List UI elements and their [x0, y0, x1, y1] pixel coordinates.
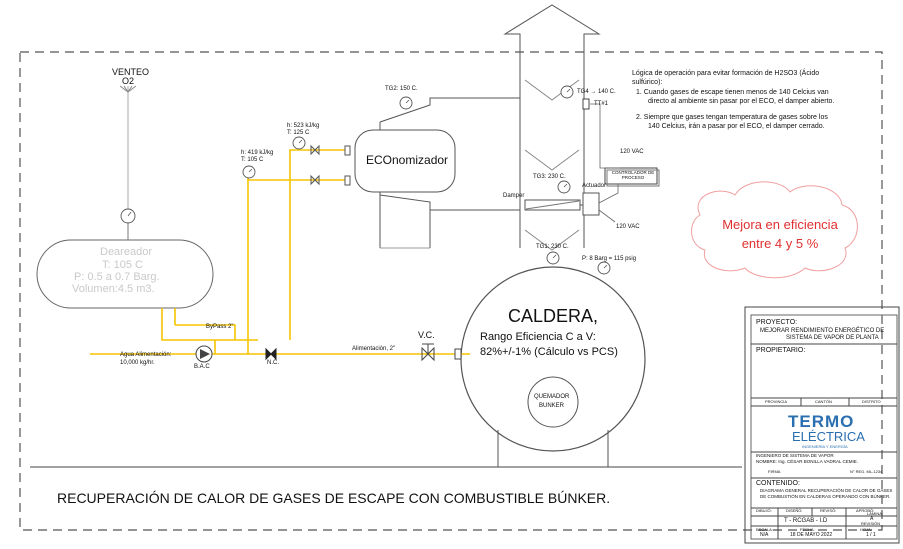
vent-symbol [119, 85, 137, 93]
tb-fecha: 18 DE MAYO 2022 [790, 532, 833, 538]
burner-line1: QUEMADOR [534, 394, 570, 400]
burner-line2: BUNKER [539, 403, 565, 409]
tg4-label: TG4 → 140 C. [577, 89, 616, 95]
tb-ingeniero: INGENIERO DE SISTEMA DE VAPOR [756, 453, 834, 458]
nc-label: N.C. [267, 360, 279, 366]
efficiency-note-1: Mejora en eficiencia [722, 217, 838, 232]
tb-col-provincia: PROVINCIA [765, 399, 788, 404]
vc-valve [421, 343, 435, 362]
logo-subtitle: INGENIERÍA Y ENERGÍA [802, 444, 848, 449]
vac-top-label: 120 VAC [620, 149, 644, 155]
logic-item1-l2: directo al ambiente sin pasar por el ECO… [648, 98, 835, 105]
tb-lamina-value: A [870, 516, 874, 522]
logic-item2-l2: 140 Celcius, irán a pasar por el ECO, el… [648, 123, 825, 130]
tb-proyecto-line2: SISTEMA DE VAPOR DE PLANTA [786, 335, 879, 341]
actuador-label: Actuador [582, 183, 607, 189]
boiler-range: Rango Eficiencia C a V: [480, 331, 596, 343]
tb-lamina-label: LÁMINA: [867, 511, 884, 516]
h419-label: h: 419 kJ/kg [241, 150, 274, 156]
tb-hoja: 1 / 1 [866, 532, 876, 538]
logo-termo: TERMO [788, 412, 855, 431]
tb-col-canton: CANTÓN [815, 399, 832, 404]
gauge-deaerator [120, 208, 136, 224]
deaerator-temp: T: 105 C [102, 259, 143, 271]
logic-title-2: sulfúrico): [632, 79, 663, 86]
tb-contenido-label: CONTENIDO: [756, 480, 800, 487]
tb-escala: N/A [760, 532, 769, 538]
controller-box [604, 167, 658, 185]
tb-proyecto-label: PROYECTO: [756, 319, 798, 326]
vac-bottom-label: 120 VAC [616, 224, 640, 230]
tb-aprobo: APROBÓ: [856, 508, 875, 513]
boiler-inlet-flange [454, 348, 462, 360]
t125-label: T: 125 C [287, 130, 310, 136]
venteo-label: VENTEO [112, 67, 150, 77]
logic-title-1: Lógica de operación para evitar formació… [632, 70, 820, 77]
drawing-frame [19, 51, 883, 531]
vc-label: V.C. [418, 330, 435, 340]
tt1-label: TT#1 [594, 101, 609, 107]
burner-circle [527, 376, 579, 428]
logo-electrica: ELÉCTRICA [792, 429, 865, 444]
agua-label-2: 10,000 kg/hr. [120, 360, 155, 366]
bac-label: B.A.C [194, 364, 210, 370]
h523-label: h: 523 kJ/kg [287, 123, 320, 129]
deaerator-pressure: P: 0.5 a 0.7 Barg. [74, 271, 160, 283]
venteo-o2-label: O2 [122, 76, 135, 86]
tb-hoja-label: HOJA: [860, 527, 872, 532]
deaerator-title: Deareador [100, 246, 152, 258]
tb-contenido-l2: DE COMBUSTIÓN EN CALDERAS OPERANDO CON B… [760, 494, 891, 499]
bypass-label: ByPass 2" [206, 324, 234, 330]
tb-diseno: DISEÑÓ: [786, 508, 803, 513]
feedwater-pipes [90, 149, 470, 355]
damper-label: Damper [503, 193, 525, 199]
tb-registro: N° REG. ML-1234 [850, 469, 883, 474]
deaerator-tank [36, 239, 214, 309]
tb-code: T - RCGAB - I.D [784, 518, 828, 524]
tg2-label: TG2: 150 C. [385, 86, 418, 92]
tt1-sensor [582, 98, 590, 110]
tb-reviso: REVISÓ: [820, 508, 837, 513]
tg1-label: TG1: 230 C. [536, 244, 569, 250]
tb-escala-label: ESCALA: [756, 527, 773, 532]
title-block-frame [744, 306, 900, 544]
logic-item1-l1: 1. Cuando gases de escape tienen menos d… [636, 89, 829, 96]
tb-col-distrito: DISTRITO [862, 399, 881, 404]
company-logo: TERMO ELÉCTRICA INGENIERÍA Y ENERGÍA [788, 412, 870, 452]
tb-nombre: NOMBRE: Ing. CÉSAR BONILLA VADRAL CEMIE. [756, 459, 859, 464]
nc-valve [265, 347, 277, 361]
eco-valves [310, 144, 351, 186]
tb-firma: FIRMA [768, 469, 781, 474]
pressure-label: P: 8 Barg = 115 psig [582, 256, 637, 262]
footer-title: RECUPERACIÓN DE CALOR DE GASES DE ESCAPE… [57, 490, 611, 506]
tb-proyecto-line1: MEJORAR RENDIMIENTO ENERGÉTICO DE [760, 328, 885, 334]
alimentacion-label: Alimentación, 2" [352, 346, 396, 352]
t105-label: T: 105 C [241, 157, 264, 163]
economizer-label: ECOnomizador [366, 153, 449, 167]
boiler-title: CALDERA, [508, 306, 599, 326]
controller-label: CONTROLADOR DE PROCESO [611, 170, 655, 180]
agua-label-1: Agua Alimentación: [120, 352, 172, 358]
tg3-label: TG3: 230 C. [533, 174, 566, 180]
tb-revision: REVISIÓN [861, 521, 881, 526]
boiler-efficiency: 82%+/-1% (Cálculo vs PCS) [480, 346, 618, 358]
tb-propietario-label: PROPIETARIO: [756, 347, 806, 354]
tb-fecha-label: FECHA: [800, 527, 815, 532]
efficiency-cloud [691, 181, 858, 279]
actuator-box [582, 192, 600, 216]
deaerator-volume: Volumen:4.5 m3. [72, 283, 155, 295]
tb-dibujo: DIBUJÓ: [756, 508, 772, 513]
logic-item2-l1: 2. Siempre que gases tengan temperatura … [636, 114, 828, 121]
efficiency-note-2: entre 4 y 5 % [741, 236, 819, 251]
tb-contenido-l1: DIAGRAMA GENERAL RECUPERACIÓN DE CALOR D… [760, 488, 893, 493]
